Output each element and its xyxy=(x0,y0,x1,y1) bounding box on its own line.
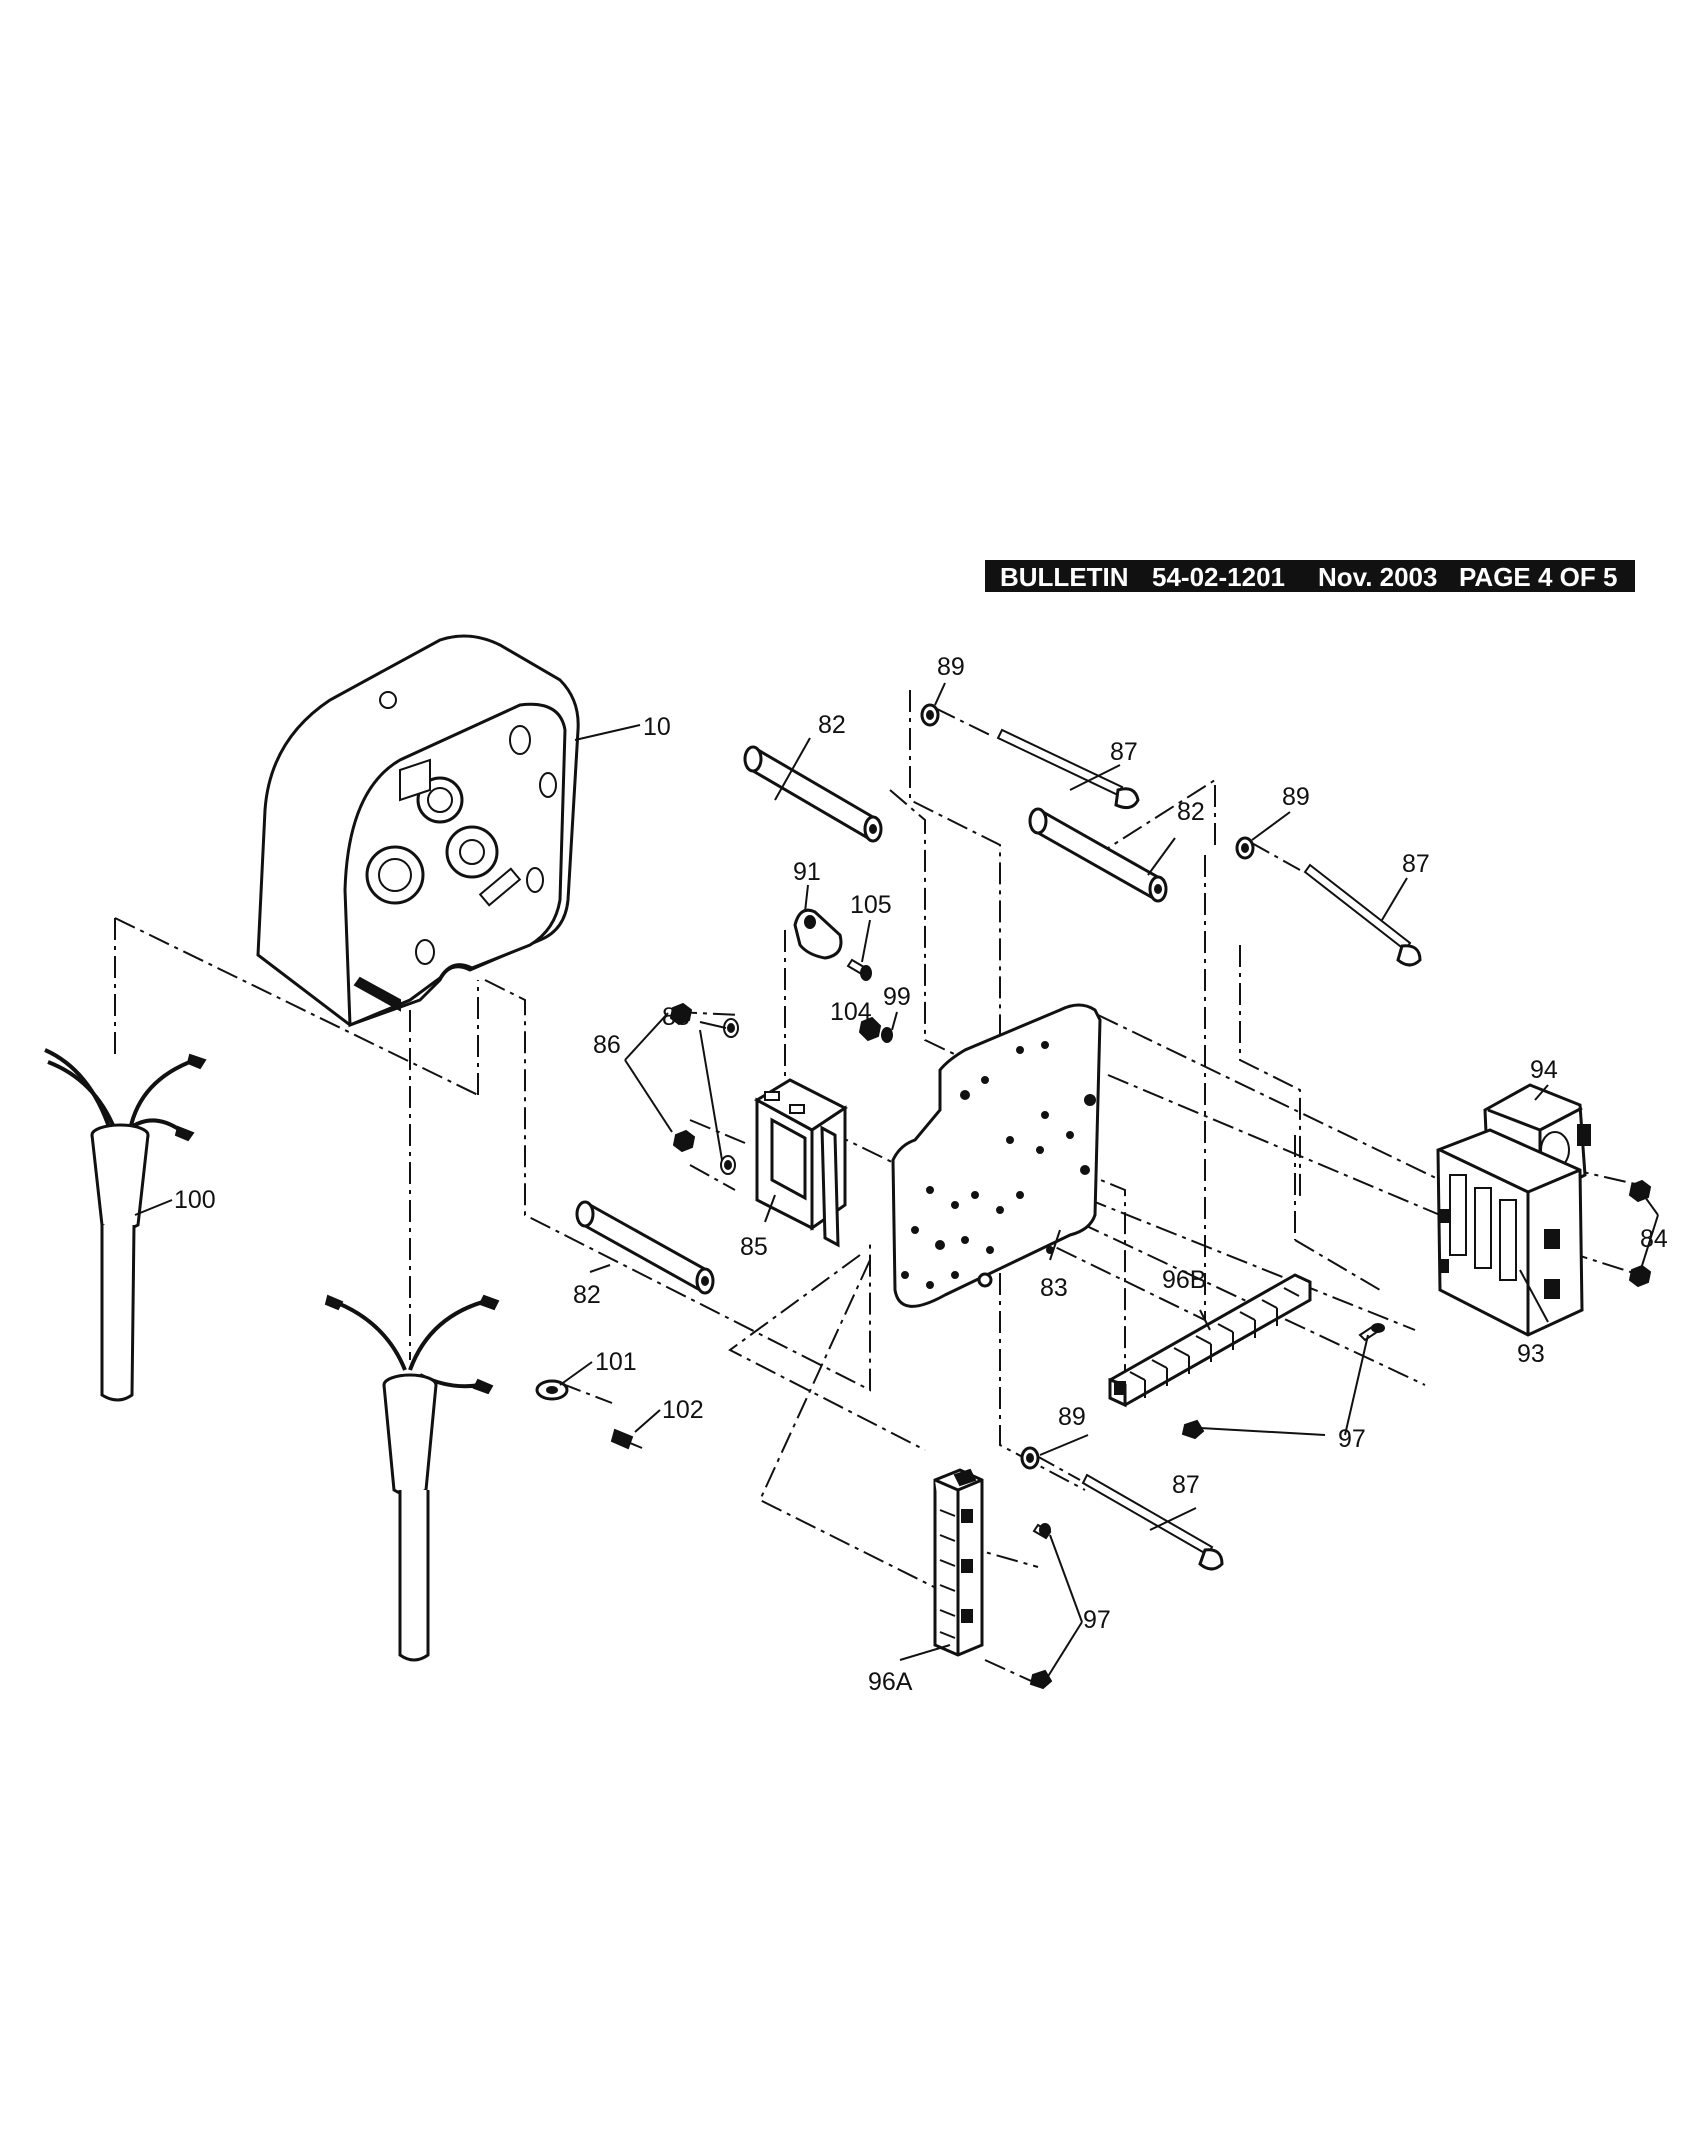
mounting-plate-83 xyxy=(891,1003,1102,1308)
washer-101 xyxy=(535,1379,569,1401)
washer-88-upper xyxy=(723,1018,739,1038)
washer-89-bottom xyxy=(1020,1446,1040,1470)
transformer-85 xyxy=(753,1078,848,1248)
screw-97-lower-96a xyxy=(1029,1669,1053,1690)
label-89-bottom: 89 xyxy=(1058,1403,1086,1431)
label-99: 99 xyxy=(883,983,911,1011)
power-cord-assembly-center xyxy=(324,1294,500,1662)
label-83: 83 xyxy=(1040,1274,1068,1302)
standoff-82-bottom xyxy=(575,1200,715,1295)
bulletin-page: PAGE 4 OF 5 xyxy=(1459,562,1617,592)
label-84: 84 xyxy=(1640,1225,1668,1253)
label-94: 94 xyxy=(1530,1056,1558,1084)
bulletin-number: 54-02-1201 xyxy=(1152,562,1285,592)
screw-97-right xyxy=(1358,1323,1385,1342)
enclosure-housing xyxy=(256,634,580,1028)
nut-104 xyxy=(858,1016,882,1042)
label-88: 88 xyxy=(662,1003,690,1031)
callout-labels: 10 82 82 82 83 84 85 86 87 87 87 88 89 8… xyxy=(174,653,1668,1696)
terminal-block-96a xyxy=(933,1468,984,1657)
label-85: 85 xyxy=(740,1233,768,1261)
washer-88-lower xyxy=(720,1155,736,1175)
standoff-82-top-left xyxy=(743,745,883,843)
label-87-top: 87 xyxy=(1110,738,1138,766)
label-96b: 96B xyxy=(1162,1266,1206,1294)
screw-97-upper-96a xyxy=(1032,1523,1052,1540)
screw-87-middle xyxy=(1303,863,1422,967)
leader-lines xyxy=(134,682,1659,1679)
terminal-block-96b xyxy=(1108,1273,1312,1408)
label-87-middle: 87 xyxy=(1402,850,1430,878)
label-82-bottom: 82 xyxy=(573,1281,601,1309)
label-102: 102 xyxy=(662,1396,704,1424)
label-10: 10 xyxy=(643,713,671,741)
label-96a: 96A xyxy=(868,1668,913,1696)
label-101: 101 xyxy=(595,1348,637,1376)
screw-86-lower xyxy=(672,1129,696,1153)
label-86: 86 xyxy=(593,1031,621,1059)
screw-87-bottom xyxy=(1081,1473,1224,1571)
label-105: 105 xyxy=(850,891,892,919)
power-cord-assembly-left xyxy=(44,1048,207,1402)
contactor-93 xyxy=(1436,1128,1584,1337)
bulletin-date: Nov. 2003 xyxy=(1318,562,1437,592)
label-82-top-right: 82 xyxy=(1177,798,1205,826)
screw-97-lower-96b xyxy=(1181,1419,1205,1440)
bulletin-label: BULLETIN xyxy=(1000,562,1129,592)
label-82-top-left: 82 xyxy=(818,711,846,739)
label-97-upper: 97 xyxy=(1338,1425,1366,1453)
label-93: 93 xyxy=(1517,1340,1545,1368)
screw-102 xyxy=(610,1428,643,1450)
label-97-lower: 97 xyxy=(1083,1606,1111,1634)
cable-clip-91 xyxy=(793,908,843,960)
label-87-bottom: 87 xyxy=(1172,1471,1200,1499)
label-91: 91 xyxy=(793,858,821,886)
mounting-plate-holes xyxy=(901,1041,1096,1289)
bulletin-header: BULLETIN 54-02-1201 Nov. 2003 PAGE 4 OF … xyxy=(985,560,1635,592)
label-100: 100 xyxy=(174,1186,216,1214)
label-104: 104 xyxy=(830,998,872,1026)
washer-89-top xyxy=(920,703,940,727)
screw-105 xyxy=(846,958,872,981)
washer-89-middle xyxy=(1235,836,1255,860)
label-89-top: 89 xyxy=(937,653,965,681)
washer-99 xyxy=(881,1027,893,1043)
standoff-82-top-right xyxy=(1028,807,1168,903)
label-89-middle: 89 xyxy=(1282,783,1310,811)
screw-86-upper xyxy=(669,1002,693,1026)
